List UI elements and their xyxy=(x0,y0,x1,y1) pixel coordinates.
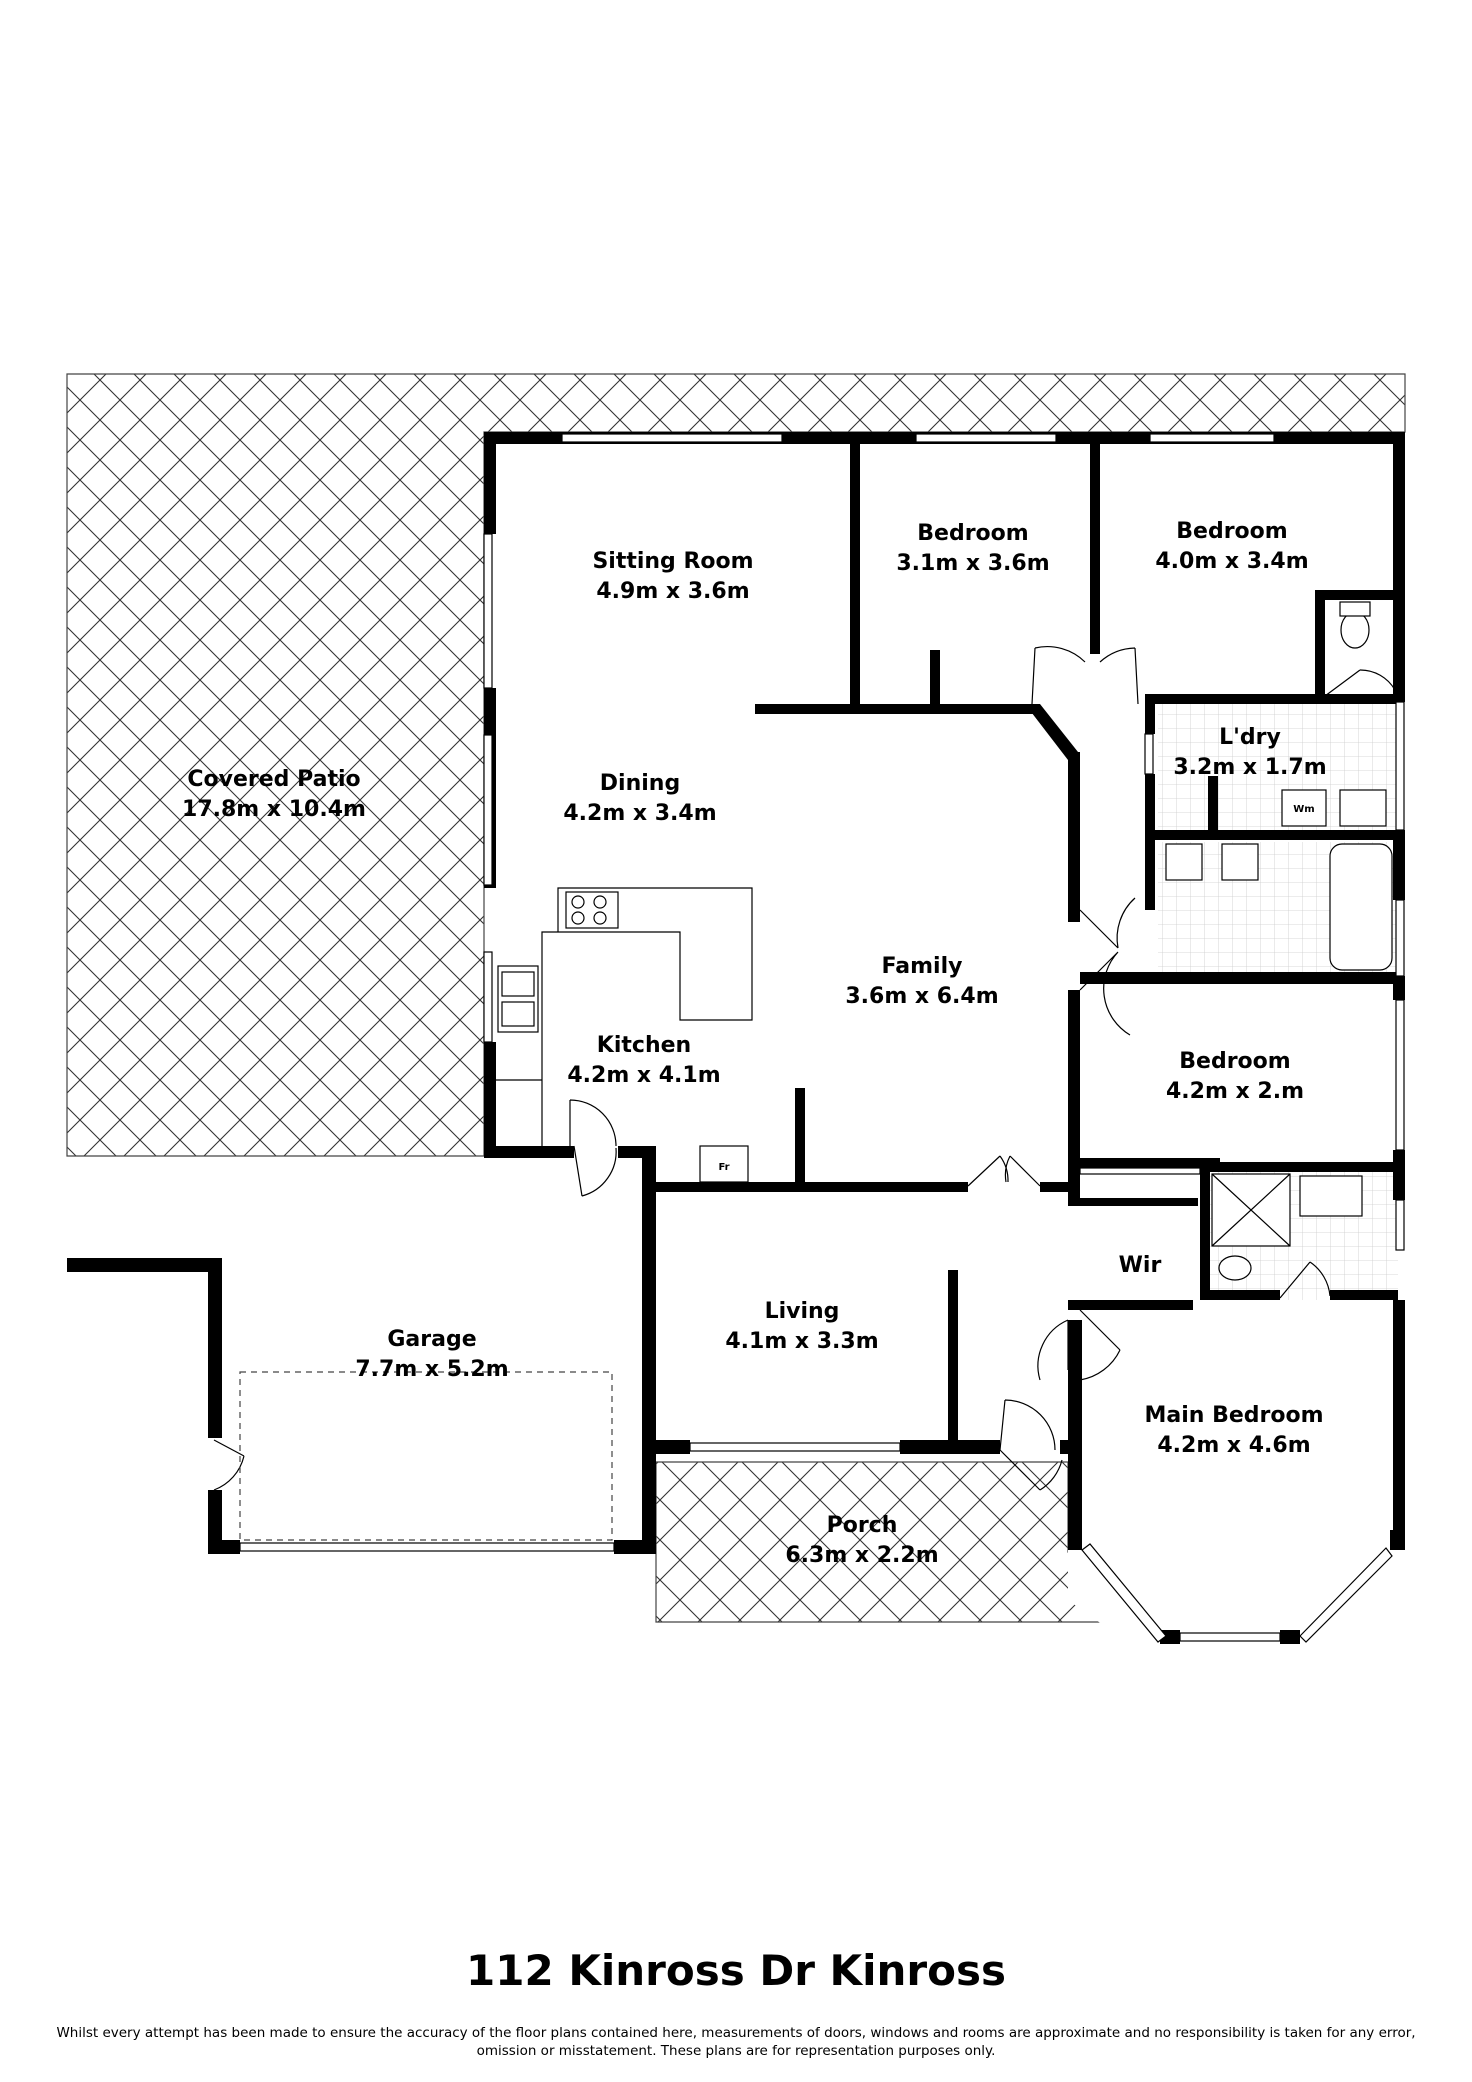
wir-name: Wir xyxy=(1119,1253,1162,1278)
living-dims: 4.1m x 3.3m xyxy=(725,1329,878,1354)
bedroom-a-name: Bedroom xyxy=(917,521,1028,546)
room-labels: Covered Patio 17.8m x 10.4m Sitting Room… xyxy=(182,519,1327,1568)
garage-dims: 7.7m x 5.2m xyxy=(355,1357,508,1382)
washing-machine-label: Wm xyxy=(1293,804,1314,815)
kitchen-dims: 4.2m x 4.1m xyxy=(567,1063,720,1088)
family-dims: 3.6m x 6.4m xyxy=(845,984,998,1009)
bedroom-c-name: Bedroom xyxy=(1179,1049,1290,1074)
bedroom-c-dims: 4.2m x 2.m xyxy=(1166,1079,1304,1104)
kitchen-name: Kitchen xyxy=(597,1033,691,1058)
doors xyxy=(213,645,1396,1491)
covered-patio-name: Covered Patio xyxy=(187,767,360,792)
dining-dims: 4.2m x 3.4m xyxy=(563,801,716,826)
family-name: Family xyxy=(882,954,963,979)
porch-area xyxy=(655,1461,1109,1623)
covered-patio-dims: 17.8m x 10.4m xyxy=(182,797,366,822)
main-bedroom-dims: 4.2m x 4.6m xyxy=(1157,1433,1310,1458)
interior-walls xyxy=(648,444,1400,1450)
bedroom-a-dims: 3.1m x 3.6m xyxy=(896,551,1049,576)
sitting-room-dims: 4.9m x 3.6m xyxy=(596,579,749,604)
garage-name: Garage xyxy=(387,1327,476,1352)
laundry-dims: 3.2m x 1.7m xyxy=(1173,755,1326,780)
floor-plan: Fr Wm Covered Patio 17.8m x 10.4m Sittin… xyxy=(66,373,1406,1644)
bedroom-b-name: Bedroom xyxy=(1176,519,1287,544)
porch-dims: 6.3m x 2.2m xyxy=(785,1543,938,1568)
windows xyxy=(239,433,1405,1643)
sitting-room-name: Sitting Room xyxy=(592,549,753,574)
bedroom-b-dims: 4.0m x 3.4m xyxy=(1155,549,1308,574)
porch-name: Porch xyxy=(827,1513,898,1538)
living-name: Living xyxy=(765,1299,840,1324)
main-bedroom-name: Main Bedroom xyxy=(1144,1403,1323,1428)
property-address: 112 Kinross Dr Kinross xyxy=(466,1946,1006,1995)
laundry-name: L'dry xyxy=(1219,725,1281,750)
fixtures xyxy=(239,601,1393,1541)
disclaimer-text: Whilst every attempt has been made to en… xyxy=(56,2025,1416,2059)
dining-name: Dining xyxy=(600,771,680,796)
fridge-label: Fr xyxy=(718,1162,729,1173)
